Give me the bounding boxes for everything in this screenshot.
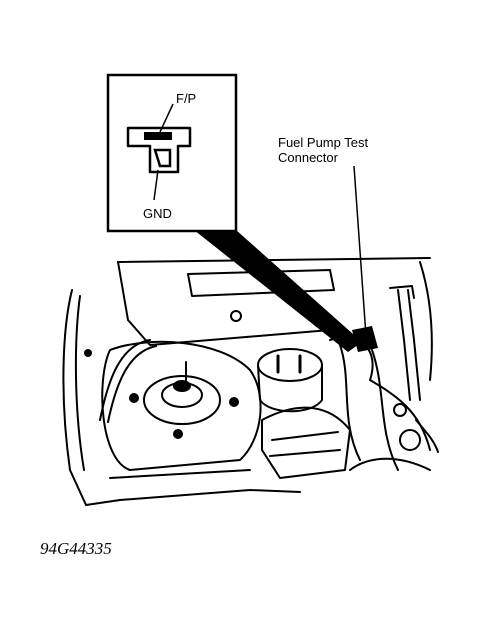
wire-harness	[339, 344, 399, 471]
callout-label-line2: Connector	[278, 150, 339, 165]
inset-frame	[106, 73, 238, 233]
fp-pin-label: F/P	[176, 91, 196, 106]
cowl-top-edge	[117, 257, 431, 263]
fp-pin-leader	[159, 103, 174, 133]
reservoir-body	[257, 364, 323, 413]
inset-pointer-wedge	[194, 230, 362, 352]
engine-bay-drawing	[62, 257, 439, 506]
strut-mount-top	[173, 380, 191, 392]
reservoir-cap-detail	[276, 354, 302, 374]
cowl-bolt	[230, 310, 242, 322]
figure-number: 94G44335	[40, 539, 112, 558]
right-edge-components	[415, 261, 439, 453]
connector-gnd-terminal	[153, 148, 172, 168]
vertical-pipe	[397, 289, 421, 401]
strut-nut-left	[129, 393, 139, 403]
strut-nut-bottom	[173, 429, 183, 439]
strut-mount-outer	[143, 375, 221, 425]
master-cylinder-detail	[269, 431, 341, 457]
fender-hose-edge	[107, 345, 157, 423]
fender-outline	[62, 289, 121, 506]
inset-detail-box: F/P GND	[106, 73, 238, 233]
fuel-pump-test-connector	[352, 326, 378, 352]
master-cylinder	[261, 406, 351, 479]
callout-leader	[352, 165, 378, 352]
lower-body-line-2	[109, 469, 251, 479]
fender-inner-edge	[74, 295, 85, 471]
connector-fp-terminal	[144, 132, 172, 140]
gnd-pin-label: GND	[143, 206, 172, 221]
gnd-pin-leader	[153, 169, 159, 201]
cowl-panel	[117, 261, 331, 346]
connector-face-icon	[126, 126, 192, 174]
strut-nut-right	[229, 397, 239, 407]
fender-hose	[99, 339, 151, 421]
reservoir-cap	[257, 348, 323, 382]
right-component-ring	[399, 429, 421, 451]
cowl-vent-slot	[187, 269, 335, 297]
strut-tower-well	[101, 340, 262, 471]
right-component-ring-2	[393, 403, 407, 417]
lower-body-line	[119, 489, 301, 501]
fender-bolt	[84, 349, 92, 357]
callout-label-line1: Fuel Pump Test	[278, 135, 368, 150]
pipe-bracket	[389, 285, 415, 299]
callout-leader-line	[353, 165, 367, 337]
